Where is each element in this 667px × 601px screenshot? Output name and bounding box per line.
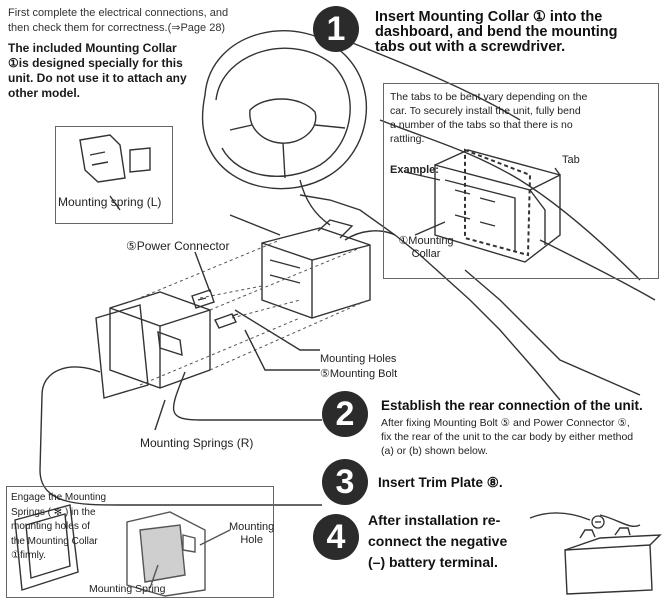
step-1-note: The tabs to be bent vary depending on th… xyxy=(390,90,652,146)
step-2-heading: Establish the rear connection of the uni… xyxy=(381,398,643,413)
mounting-hole-label-line-2: Hole xyxy=(240,534,263,546)
engage-springs-box: Engage the Mounting Springs ( ✻ ) in the… xyxy=(6,486,274,598)
steering-wheel-drawing xyxy=(201,30,367,226)
collar-label-line-2: Collar xyxy=(411,248,441,260)
step-3-heading: Insert Trim Plate ⑧. xyxy=(378,475,503,490)
battery-drawing xyxy=(529,512,662,595)
spring-l-label: Mounting spring (L) xyxy=(58,195,162,209)
step-2-body: After fixing Mounting Bolt ⑤ and Power C… xyxy=(381,416,665,458)
power-connector-label: ⑤Power Connector xyxy=(126,239,230,253)
spring-l-box: Mounting spring (L) xyxy=(55,126,173,224)
collar-warning: The included Mounting Collar ①is designe… xyxy=(8,41,218,101)
power-connector-drawing xyxy=(191,289,215,309)
spring-l-drawing xyxy=(79,134,151,183)
step-1-note-line-2: car. To securely install the unit, fully… xyxy=(390,105,581,117)
intro-line-1: First complete the electrical connection… xyxy=(8,7,229,19)
step-1-number: 1 xyxy=(313,6,359,52)
step-2-body-line-1: After fixing Mounting Bolt ⑤ and Power C… xyxy=(381,417,630,429)
dashboard-drawing xyxy=(229,39,656,401)
step-4-heading-line-3: (–) battery terminal. xyxy=(368,554,498,570)
step-4-number: 4 xyxy=(313,514,359,560)
mounting-bolt-label: ⑤Mounting Bolt xyxy=(320,368,398,380)
step-1-note-box: The tabs to be bent vary depending on th… xyxy=(383,83,659,279)
engage-line-2: Springs ( ✻ ) in the xyxy=(11,506,96,518)
warning-line-4: other model. xyxy=(8,86,81,100)
mounting-holes-label: Mounting Holes xyxy=(320,353,397,365)
example-collar-drawing xyxy=(404,148,561,263)
engage-line-1: Engage the Mounting xyxy=(11,492,107,503)
intro-text: First complete the electrical connection… xyxy=(8,6,313,36)
mounting-spring-label: Mounting Spring xyxy=(89,583,166,595)
example-label: Example: xyxy=(390,164,439,176)
engage-text: Engage the Mounting Springs ( ✻ ) in the… xyxy=(11,491,131,564)
collar-drawing xyxy=(261,219,396,319)
step-1-heading-line-3: tabs out with a screwdriver. xyxy=(375,39,566,55)
mounting-hole-photo xyxy=(126,511,231,597)
springs-r-label: Mounting Springs (R) xyxy=(140,436,254,450)
step-1-note-line-4: rattling. xyxy=(390,133,425,145)
intro-line-2: then check them for correctness.(⇒Page 2… xyxy=(8,22,226,34)
engage-line-5: ①firmly. xyxy=(11,550,46,561)
step-3-number: 3 xyxy=(322,459,368,505)
step-1-note-line-1: The tabs to be bent vary depending on th… xyxy=(390,91,588,103)
step-1-heading-line-1: Insert Mounting Collar ① into the xyxy=(375,9,603,25)
trim-plate-drawing xyxy=(14,504,79,591)
warning-line-2: ①is designed specially for this xyxy=(8,56,183,70)
collar-label-line-1: ①Mounting xyxy=(398,235,454,247)
step-2-body-line-3: (a) or (b) shown below. xyxy=(381,445,488,457)
mounting-hole-label-line-1: Mounting xyxy=(229,521,275,533)
step-4-heading-line-2: connect the negative xyxy=(368,533,508,549)
mounting-hole-label: Mounting Hole xyxy=(229,521,274,547)
step-4-heading: After installation re- connect the negat… xyxy=(368,510,538,573)
step-1-heading-line-2: dashboard, and bend the mounting xyxy=(375,24,618,40)
step-2-number: 2 xyxy=(322,391,368,437)
engage-line-3: mounting holes of xyxy=(11,521,90,532)
mounting-bolt-drawing xyxy=(214,313,239,329)
front-collar-drawing xyxy=(95,291,211,399)
step-4-heading-line-1: After installation re- xyxy=(368,512,501,528)
step-1-note-line-3: a number of the tabs so that there is no xyxy=(390,119,573,131)
warning-line-1: The included Mounting Collar xyxy=(8,41,177,55)
step-1-heading: Insert Mounting Collar ① into the dashbo… xyxy=(375,10,665,55)
step-2-body-line-2: fix the rear of the unit to the car body… xyxy=(381,431,634,443)
tab-label: Tab xyxy=(562,154,580,166)
warning-line-3: unit. Do not use it to attach any xyxy=(8,71,187,85)
engage-line-4: the Mounting Collar xyxy=(11,535,98,547)
collar-label: ①Mounting Collar xyxy=(386,235,466,261)
